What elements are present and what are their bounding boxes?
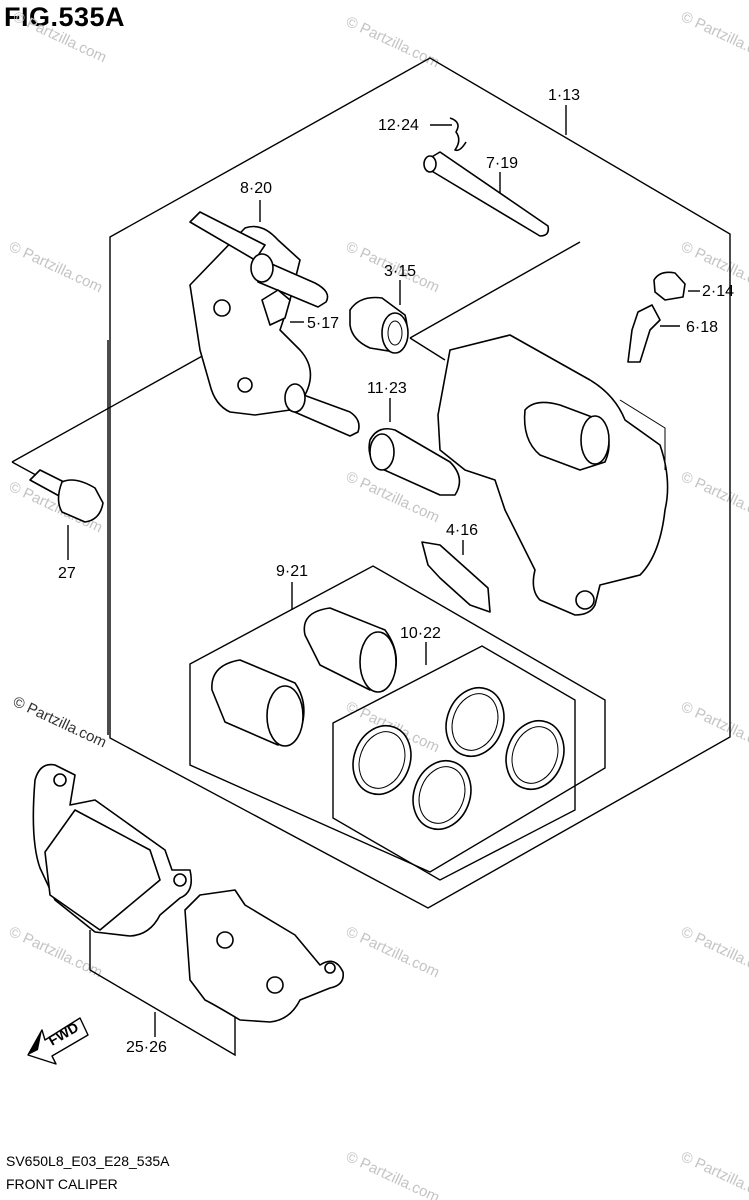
piston-seal-box — [332, 645, 576, 881]
callout-6-18: 6·18 — [686, 319, 718, 336]
watermark-group: © Partzilla.com © Partzilla.com © Partzi… — [6, 8, 749, 1200]
callout-25-26: 25·26 — [126, 1039, 167, 1056]
watermark-text: © Partzilla.com — [678, 8, 749, 66]
figure-title: FIG.535A — [4, 2, 126, 32]
diagram-name: FRONT CALIPER — [6, 1176, 118, 1192]
watermark-text: © Partzilla.com — [6, 238, 105, 296]
pad-spring — [261, 289, 291, 326]
bleeder-screw — [627, 304, 661, 363]
callout-12-24: 12·24 — [378, 117, 419, 134]
callout-3-15: 3·15 — [384, 263, 416, 280]
alignment-line — [409, 337, 446, 361]
watermark-text: © Partzilla.com — [678, 698, 749, 756]
seal-kit-box — [189, 565, 606, 873]
watermark-text: © Partzilla.com — [678, 468, 749, 526]
brake-pad-inner — [184, 889, 345, 1023]
callout-7-19: 7·19 — [486, 155, 518, 172]
callout-10-22: 10·22 — [400, 625, 441, 642]
alignment-line — [409, 241, 581, 339]
caliper-body — [437, 334, 669, 616]
bleeder-cap — [653, 271, 686, 301]
watermark-text: © Partzilla.com — [678, 923, 749, 981]
watermark-text: © Partzilla.com — [343, 13, 442, 71]
watermark-text: © Partzilla.com — [343, 1148, 442, 1200]
piston-small — [211, 659, 305, 747]
callout-11-23: 11·23 — [367, 380, 407, 397]
brake-pad-outer — [32, 763, 193, 937]
callout-4-16: 4·16 — [446, 522, 478, 539]
bracket-boot — [349, 296, 409, 354]
caliper-bracket — [189, 211, 360, 437]
callout-8-20: 8·20 — [240, 180, 272, 197]
assembly-outline — [109, 57, 731, 909]
watermark-text: © Partzilla.com — [10, 8, 109, 66]
callout-9-21: 9·21 — [276, 563, 308, 580]
piston-large — [303, 607, 398, 693]
callout-5-17: 5·17 — [307, 315, 339, 332]
direction-arrow: FWD — [27, 1017, 89, 1065]
pad-pin — [423, 151, 550, 237]
pin-clip — [449, 117, 467, 152]
callout-1-13: 1·13 — [548, 87, 580, 104]
watermark-text-dark: © Partzilla.com — [10, 693, 109, 751]
watermark-text: © Partzilla.com — [343, 923, 442, 981]
callout-27: 27 — [58, 565, 76, 582]
pad-clip — [421, 541, 491, 613]
piston-seals — [352, 686, 565, 831]
mounting-bolt — [29, 469, 104, 523]
rubber-boot — [368, 427, 461, 496]
watermark-text: © Partzilla.com — [678, 1148, 749, 1200]
leader-bracket — [89, 930, 236, 1057]
callout-2-14: 2·14 — [702, 283, 734, 300]
diagram-code: SV650L8_E03_E28_535A — [6, 1153, 170, 1169]
